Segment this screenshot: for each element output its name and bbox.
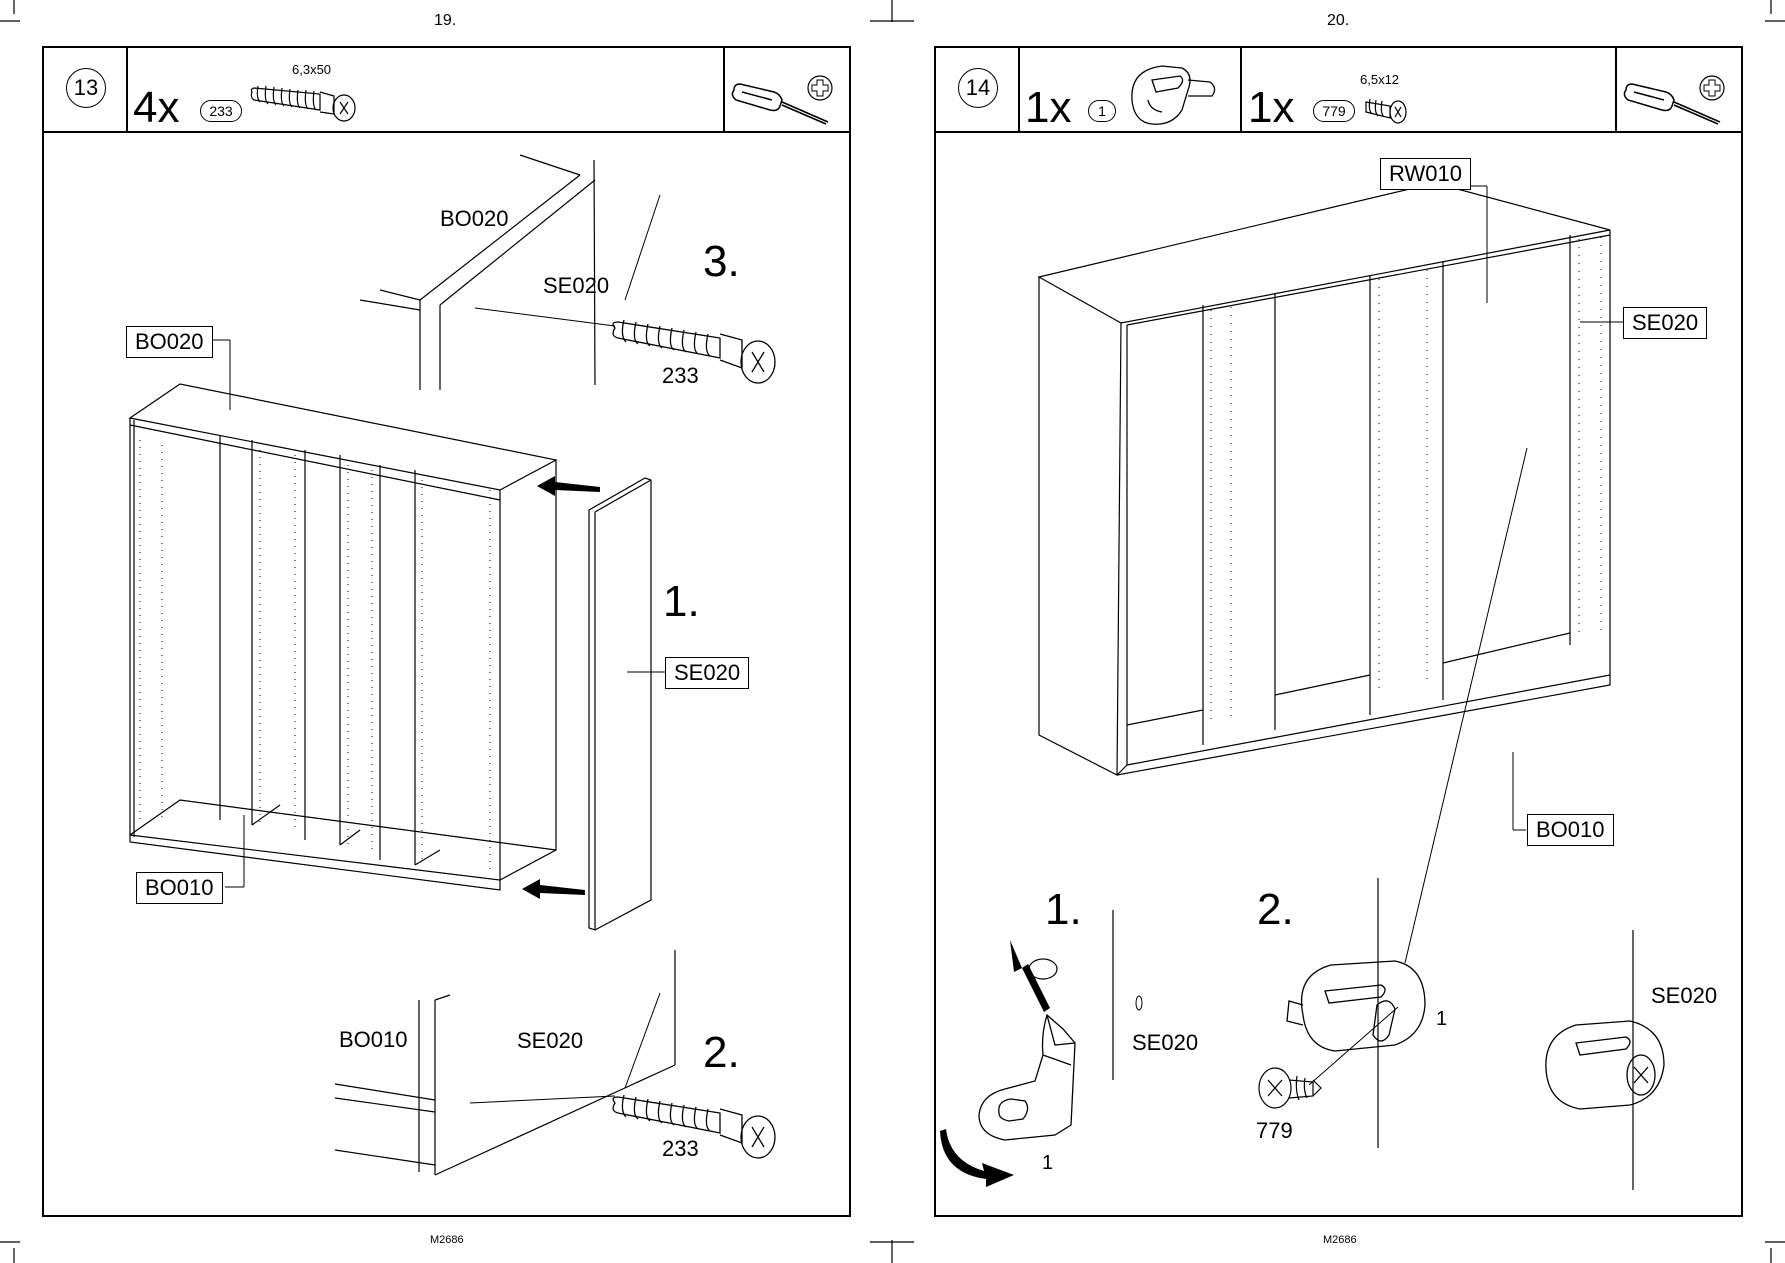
header-divider	[1615, 46, 1617, 133]
arrow-icon	[1010, 940, 1050, 1012]
screw-233-top	[612, 319, 776, 384]
label-se020-top: SE020	[543, 273, 610, 298]
top-joint-detail	[359, 154, 596, 390]
header-divider	[934, 131, 1743, 133]
arrow-icon	[522, 879, 585, 899]
part-spec: 6,3x50	[292, 62, 332, 77]
part-id: 233	[200, 100, 242, 122]
side-panel-se020	[588, 477, 652, 931]
connecting-line	[469, 992, 661, 1104]
label-rw010-box: RW010	[1380, 158, 1471, 190]
part-quantity: 1x	[1025, 83, 1072, 132]
label-bo010-detail: BO010	[339, 1027, 408, 1052]
label-screw-233-bottom: 233	[662, 1136, 699, 1161]
label-se020-box: SE020	[665, 657, 750, 689]
label-part-1b: 1	[1436, 1008, 1448, 1030]
screw-779	[1258, 1067, 1322, 1109]
clip-bracket-installed	[1545, 1020, 1665, 1110]
clip-bracket-icon	[1131, 65, 1216, 125]
header-divider	[126, 46, 128, 133]
footer-code-left: M2686	[430, 1234, 464, 1246]
screw-icon	[250, 85, 356, 122]
cabinet-frame-drawing	[128, 383, 558, 891]
part-quantity: 1x	[1248, 83, 1295, 132]
screwdriver-icon	[1623, 83, 1721, 125]
label-se020-detail-1: SE020	[1132, 1030, 1199, 1055]
clip-bracket-install	[1286, 960, 1426, 1052]
label-screw-233-top: 233	[662, 363, 699, 388]
step-14-frame	[934, 46, 1743, 1217]
step-1-marker: 1.	[1045, 885, 1082, 934]
cabinet-back-drawing	[1037, 182, 1611, 776]
arrow-icon	[537, 476, 600, 496]
part-id: 1	[1088, 100, 1116, 122]
step-2-marker: 2.	[1257, 885, 1294, 934]
header-divider	[1018, 46, 1020, 133]
part-id: 779	[1313, 100, 1355, 122]
arrow-icon	[940, 1129, 1014, 1187]
leader-lines	[212, 339, 665, 888]
step-number: 13	[66, 68, 106, 108]
part-quantity: 4x	[133, 83, 180, 132]
knob-outline	[1028, 958, 1058, 980]
clip-bracket-detail	[978, 1013, 1076, 1141]
step-2-marker: 2.	[703, 1028, 740, 1077]
label-bo020-top: BO020	[440, 206, 509, 231]
label-screw-779: 779	[1256, 1118, 1293, 1143]
connecting-line	[474, 194, 661, 327]
step-3-marker: 3.	[703, 237, 740, 286]
page-number-left: 19.	[434, 12, 457, 29]
header-divider	[723, 46, 725, 133]
page-number-right: 20.	[1327, 12, 1350, 29]
label-part-1a: 1	[1042, 1152, 1054, 1174]
leader-lines	[1308, 185, 1623, 1086]
label-se020-detail: SE020	[517, 1028, 584, 1053]
side-edge-line	[1377, 878, 1379, 1148]
step-13-frame	[42, 46, 851, 1217]
screw-icon	[1365, 98, 1407, 124]
label-bo010-box: BO010	[136, 872, 223, 904]
divider-line	[1112, 910, 1114, 1080]
label-bo010-box: BO010	[1527, 814, 1614, 846]
bottom-joint-detail	[334, 950, 676, 1176]
step-number: 14	[958, 68, 998, 108]
screwdriver-icon	[731, 83, 829, 125]
label-bo020-box: BO020	[126, 326, 213, 358]
label-se020-box: SE020	[1623, 307, 1708, 339]
phillips-head-icon	[807, 75, 833, 101]
screw-233-bottom	[612, 1094, 776, 1159]
hole-icon	[1135, 995, 1143, 1011]
label-se020-detail-3: SE020	[1651, 983, 1718, 1008]
header-divider	[42, 131, 851, 133]
step-1-marker: 1.	[663, 577, 700, 626]
part-spec: 6,5x12	[1360, 72, 1400, 87]
phillips-head-icon	[1699, 75, 1725, 101]
footer-code-right: M2686	[1323, 1234, 1357, 1246]
header-divider	[1240, 46, 1242, 133]
side-edge-line	[1632, 930, 1634, 1190]
